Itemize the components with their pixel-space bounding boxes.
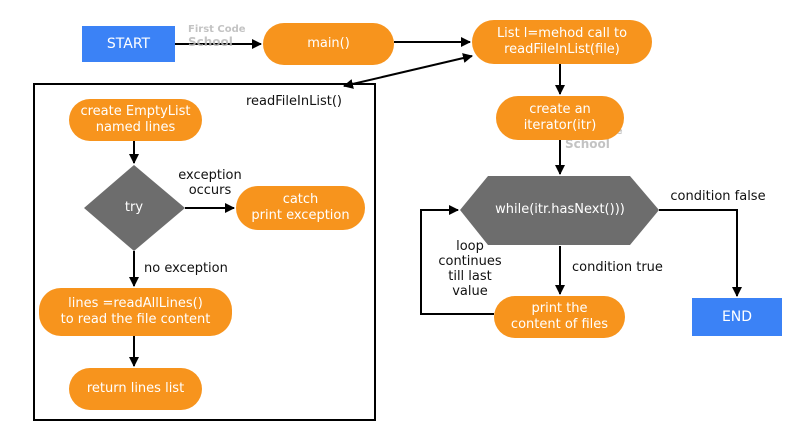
list-call-line2: readFileInList(file) bbox=[504, 42, 620, 57]
create-list-line1: create EmptyList bbox=[80, 104, 191, 119]
iterator-line1: create an bbox=[529, 102, 591, 117]
loop-label: loop continues till last value bbox=[430, 239, 510, 299]
loop-line4: value bbox=[452, 284, 488, 299]
print-line2: content of files bbox=[510, 317, 609, 332]
arrow-list-call-to-function bbox=[343, 53, 473, 89]
try-decision-shape bbox=[84, 165, 185, 251]
print-node: print the content of files bbox=[494, 296, 625, 338]
main-node: main() bbox=[263, 23, 394, 65]
create-list-line2: named lines bbox=[95, 120, 176, 135]
list-call-node: List l=mehod call to readFileInList(file… bbox=[472, 20, 652, 64]
end-label: END bbox=[721, 309, 753, 325]
loop-line3: till last bbox=[448, 269, 492, 284]
read-lines-line1: lines =readAllLines() bbox=[68, 296, 203, 311]
print-line1: print the bbox=[531, 301, 588, 316]
function-container bbox=[33, 83, 376, 421]
no-exception-label: no exception bbox=[144, 261, 228, 276]
exception-line2: occurs bbox=[188, 183, 232, 198]
watermark-top-line1: First Code bbox=[188, 24, 246, 35]
try-label: try bbox=[124, 200, 144, 215]
loop-line2: continues bbox=[438, 254, 502, 269]
return-node: return lines list bbox=[69, 368, 202, 410]
loop-line1: loop bbox=[456, 239, 484, 254]
exception-label: exception occurs bbox=[160, 168, 260, 198]
catch-line2: print exception bbox=[251, 208, 350, 223]
watermark-top: First Code School bbox=[188, 24, 246, 48]
start-label: START bbox=[106, 36, 151, 52]
condition-false-label: condition false bbox=[670, 189, 766, 204]
watermark-top-line2: School bbox=[188, 35, 233, 49]
watermark-middle-line2: School bbox=[565, 137, 610, 151]
create-list-node: create EmptyList named lines bbox=[69, 99, 202, 141]
catch-node: catch print exception bbox=[236, 186, 365, 230]
while-decision-shape bbox=[460, 176, 659, 245]
start-node: START bbox=[82, 26, 175, 62]
read-lines-line2: to read the file content bbox=[60, 312, 211, 327]
end-node: END bbox=[692, 298, 782, 336]
iterator-node: create an iterator(itr) bbox=[496, 96, 624, 140]
exception-line1: exception bbox=[178, 168, 242, 183]
catch-line1: catch bbox=[282, 192, 319, 207]
while-node-label: while(itr.hasNext())) bbox=[470, 196, 650, 224]
list-call-line1: List l=mehod call to bbox=[496, 26, 628, 41]
iterator-line2: iterator(itr) bbox=[523, 118, 597, 133]
condition-true-label: condition true bbox=[572, 260, 663, 275]
main-label: main() bbox=[307, 36, 350, 51]
while-label: while(itr.hasNext())) bbox=[495, 202, 625, 217]
read-lines-node: lines =readAllLines() to read the file c… bbox=[39, 288, 232, 336]
return-label: return lines list bbox=[86, 381, 185, 396]
arrow-while-to-end bbox=[659, 209, 742, 297]
try-node-label: try bbox=[104, 198, 164, 218]
function-box-title: readFileInList() bbox=[246, 94, 342, 109]
arrow-loop-back bbox=[420, 205, 494, 315]
